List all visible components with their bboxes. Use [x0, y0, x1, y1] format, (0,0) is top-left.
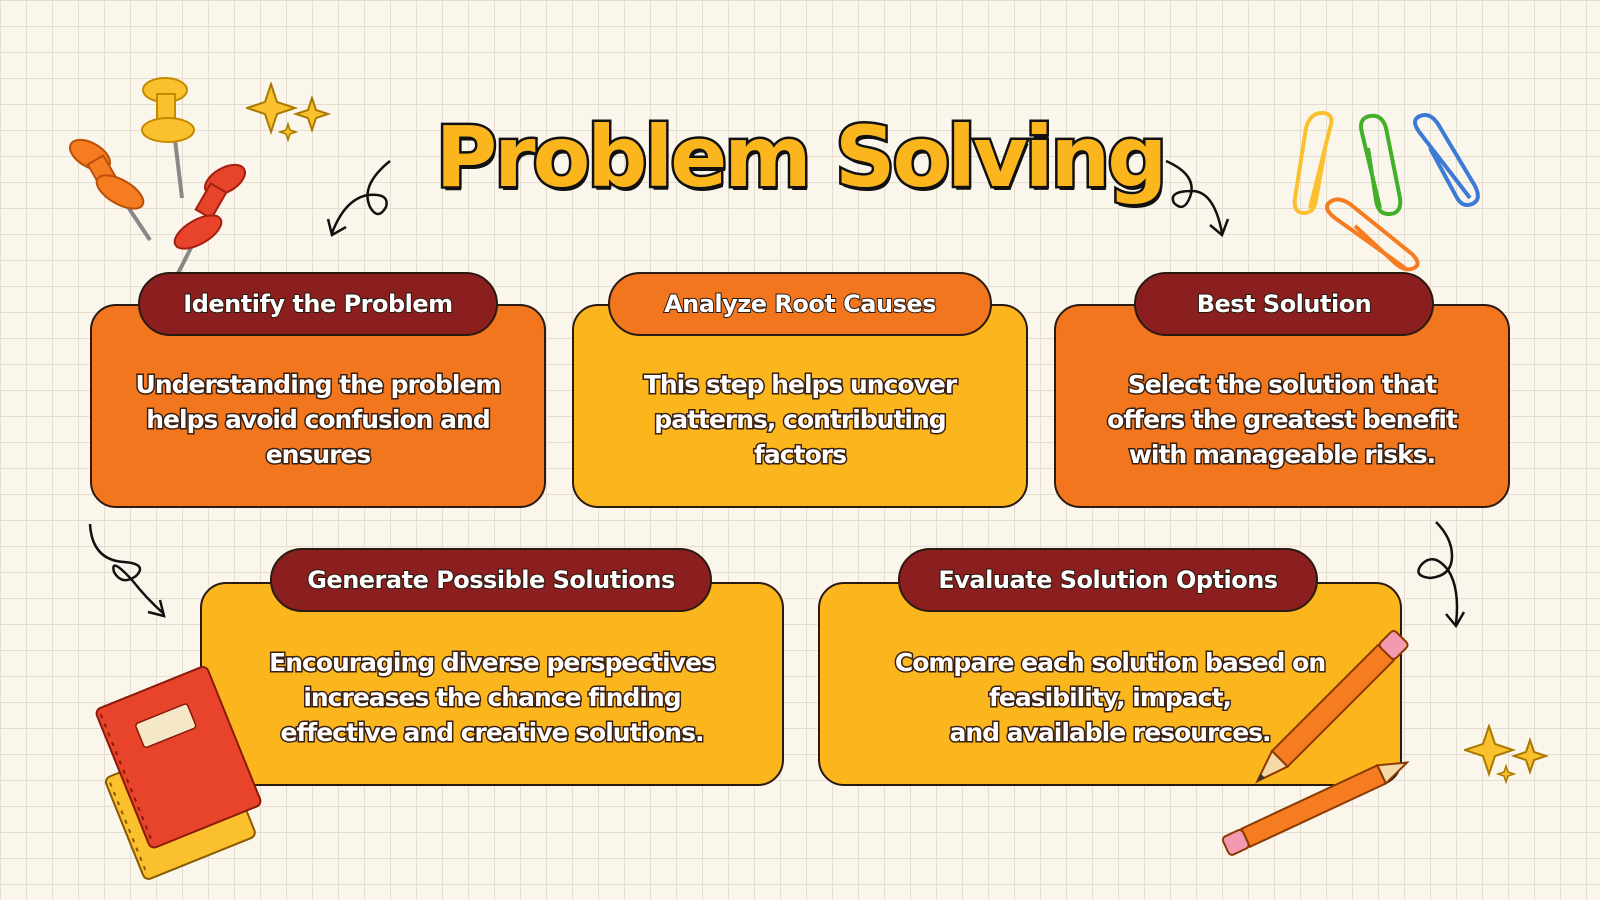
step-label-best-solution: Best Solution	[1134, 272, 1434, 336]
curly-arrow-icon	[88, 523, 166, 618]
step-card-identify: Understanding the problem helps avoid co…	[90, 304, 546, 508]
step-label-analyze: Analyze Root Causes	[608, 272, 992, 336]
step-card-evaluate: Compare each solution based on feasibili…	[818, 582, 1402, 786]
step-description: Compare each solution based on feasibili…	[893, 646, 1327, 748]
curly-arrow-icon	[1417, 521, 1466, 629]
step-label-evaluate: Evaluate Solution Options	[898, 548, 1318, 612]
step-label-generate: Generate Possible Solutions	[270, 548, 712, 612]
curly-arrow-icon	[326, 160, 391, 237]
paperclip-icon	[1292, 110, 1480, 272]
curly-arrow-icon	[1165, 159, 1230, 238]
pushpin-icon	[69, 77, 246, 286]
step-description: Select the solution that offers the grea…	[1106, 368, 1460, 470]
step-description: Understanding the problem helps avoid co…	[134, 368, 503, 470]
step-description: Encouraging diverse perspectives increas…	[268, 646, 718, 748]
notebook-icon	[95, 666, 262, 880]
step-label-identify: Identify the Problem	[138, 272, 498, 336]
step-card-analyze: This step helps uncover patterns, contri…	[572, 304, 1028, 508]
pencil-icon	[1221, 630, 1410, 856]
step-card-generate: Encouraging diverse perspectives increas…	[200, 582, 784, 786]
sparkle-icon	[1464, 724, 1550, 784]
step-description: This step helps uncover patterns, contri…	[642, 368, 958, 470]
page-title: Problem Solving	[433, 106, 1170, 209]
sparkle-icon	[246, 82, 332, 142]
step-card-best-solution: Select the solution that offers the grea…	[1054, 304, 1510, 508]
